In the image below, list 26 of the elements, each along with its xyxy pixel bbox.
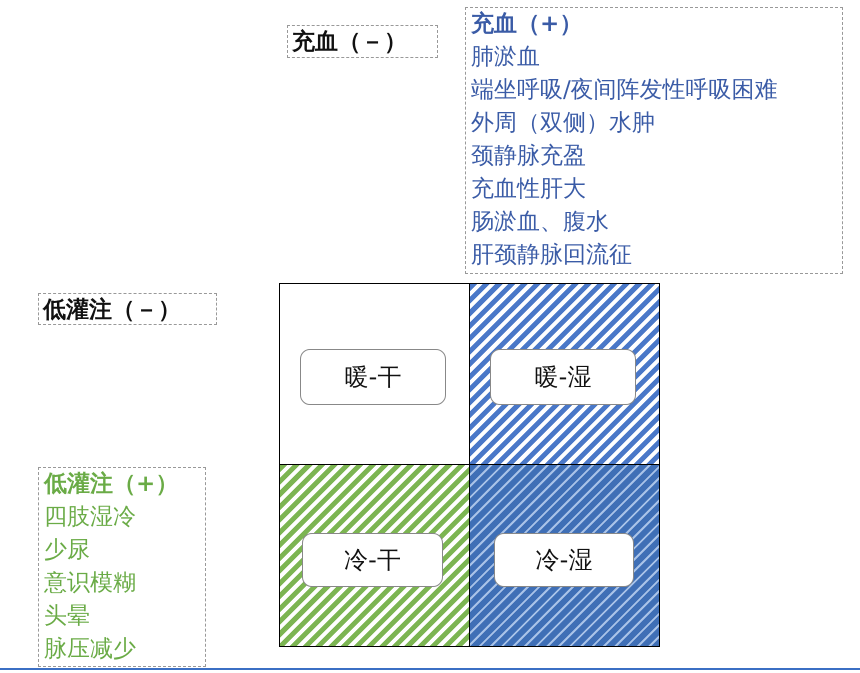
symptom-item: 外周（双侧）水肿 — [471, 109, 656, 138]
symptom-item: 充血性肝大 — [471, 175, 587, 204]
symptom-item: 肺淤血 — [471, 43, 541, 72]
symptom-list-box — [465, 7, 843, 274]
symptom-item: 少尿 — [44, 536, 91, 565]
list-heading: 低灌注（+） — [44, 470, 180, 499]
quadrant-cell — [469, 464, 660, 647]
symptom-item: 四肢湿冷 — [44, 503, 137, 532]
quadrant-label: 暖-干 — [300, 349, 446, 405]
category-label: 低灌注（－） — [38, 293, 217, 325]
symptom-item: 意识模糊 — [44, 569, 137, 598]
quadrant-label: 暖-湿 — [490, 349, 636, 405]
quadrant-label: 冷-干 — [302, 533, 443, 587]
symptom-item: 端坐呼吸/夜间阵发性呼吸困难 — [471, 76, 779, 105]
quadrant-cell — [279, 283, 470, 465]
symptom-item: 脉压减少 — [44, 635, 137, 664]
quadrant-label: 冷-湿 — [494, 533, 634, 587]
category-label: 充血（－） — [287, 25, 438, 58]
symptom-item: 颈静脉充盈 — [471, 142, 587, 171]
symptom-list-box — [38, 467, 206, 667]
quadrant-cell — [279, 464, 470, 647]
quadrant-cell — [469, 283, 660, 465]
symptom-item: 肝颈静脉回流征 — [471, 241, 633, 270]
symptom-item: 肠淤血、腹水 — [471, 208, 610, 237]
symptom-item: 头晕 — [44, 602, 91, 631]
list-heading: 充血（+） — [471, 10, 584, 39]
